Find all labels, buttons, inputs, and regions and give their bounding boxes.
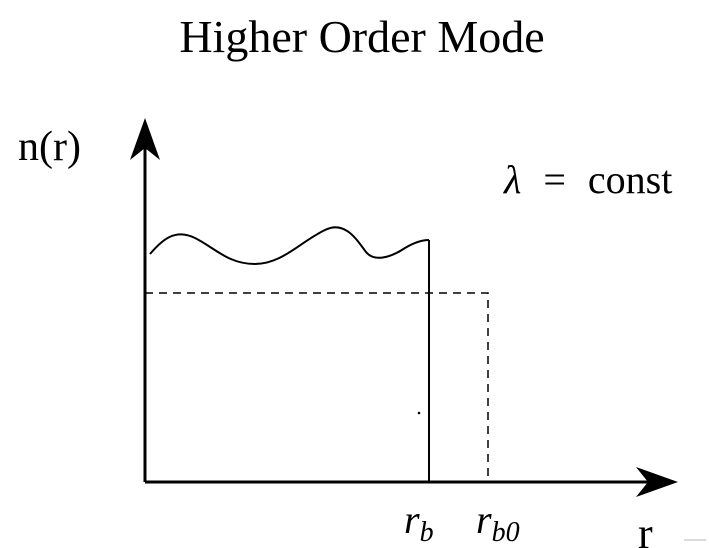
x-axis-arrowhead: [636, 467, 678, 497]
rb0-base: r: [476, 497, 492, 542]
rb0-subscript: b0: [492, 517, 520, 548]
y-axis-arrowhead: [130, 118, 160, 160]
equals-sign: =: [543, 157, 566, 202]
dashed-reference-profile: [145, 292, 489, 482]
diagram-title: Higher Order Mode: [179, 11, 544, 62]
rb0-label: rb0: [476, 497, 520, 548]
x-axis-label: r: [638, 509, 653, 548]
lambda-symbol: λ: [503, 157, 521, 202]
lambda-const-annotation: λ = const: [503, 157, 672, 202]
y-axis-label: n(r): [18, 124, 81, 170]
small-dot: [417, 411, 421, 415]
rb-subscript: b: [420, 517, 434, 548]
const-text: const: [588, 157, 672, 202]
wavy-profile-curve: [149, 226, 430, 266]
rb-base: r: [404, 497, 420, 542]
rb-label: rb: [404, 497, 434, 548]
